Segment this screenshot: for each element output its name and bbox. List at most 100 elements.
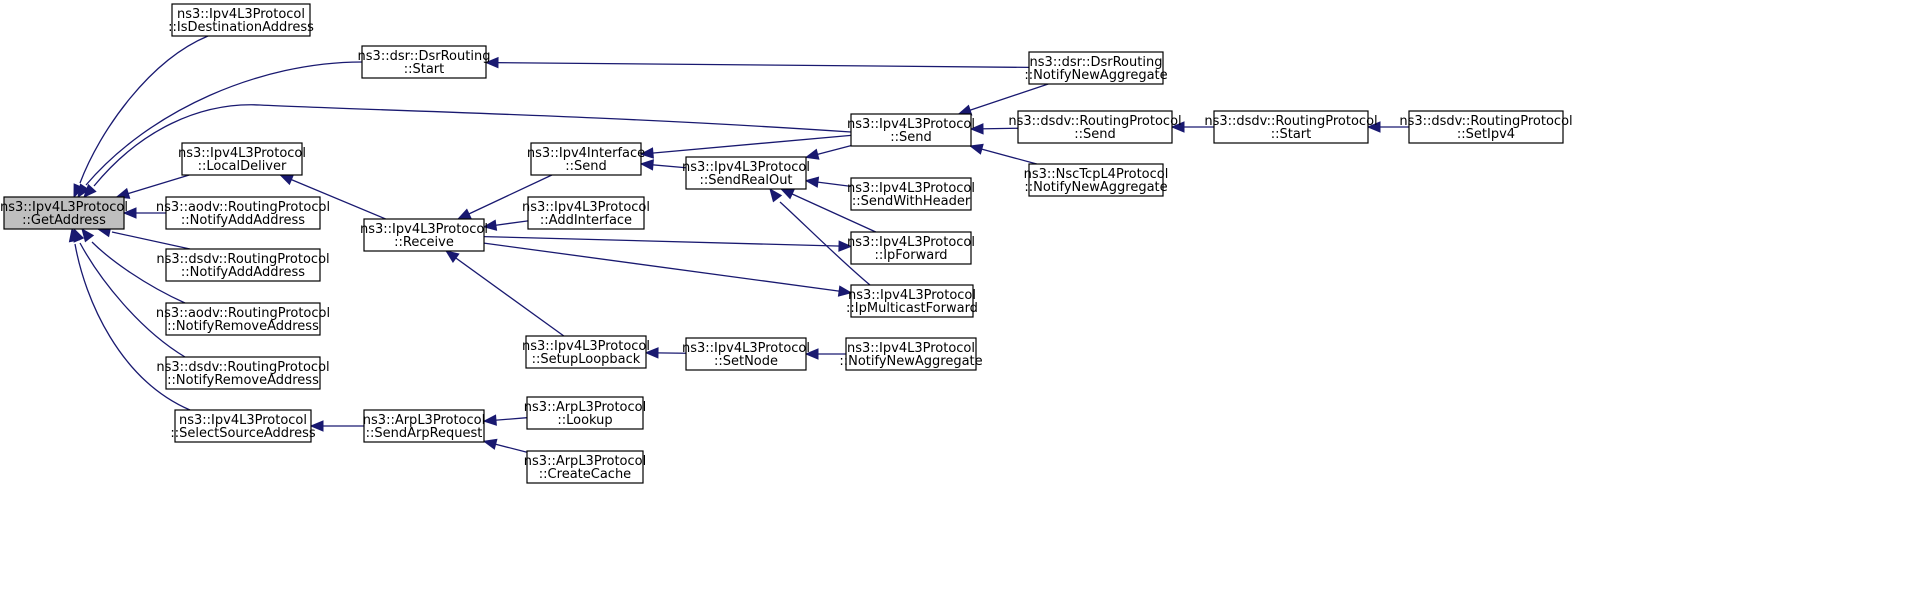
node-dsr-notify-new-aggregate[interactable]: ns3::dsr::DsrRouting::NotifyNewAggregate <box>1024 51 1168 85</box>
node-dsr-start[interactable]: ns3::dsr::DsrRouting::Start <box>358 45 491 79</box>
node-arp-create-cache[interactable]: ns3::ArpL3Protocol::CreateCache <box>524 450 646 484</box>
node-ipv4-notify-new-aggregate[interactable]: ns3::Ipv4L3Protocol::NotifyNewAggregate <box>839 337 983 371</box>
node-label-line1: ns3::Ipv4L3Protocol <box>177 7 305 22</box>
edge-arrowhead <box>804 148 820 160</box>
edge-arrowhead <box>482 219 498 231</box>
node-box[interactable] <box>165 356 321 390</box>
node-dsdv-set-ipv4[interactable]: ns3::dsdv::RoutingProtocol::SetIpv4 <box>1399 110 1573 144</box>
node-aodv-notify-remove[interactable]: ns3::aodv::RoutingProtocol::NotifyRemove… <box>156 302 330 336</box>
node-box[interactable] <box>361 45 487 79</box>
edge-send_arp_request-to-select_source_address <box>309 420 364 432</box>
node-box[interactable] <box>850 113 972 147</box>
edge-setup_loopback-to-receive <box>445 250 565 337</box>
edge-send_with_header-to-send_real_out <box>804 176 852 188</box>
edge-arrowhead <box>1170 121 1185 133</box>
edge-aodv_notify_remove-to-get_address <box>81 227 186 304</box>
edge-aodv_notify_add-to-get_address <box>122 207 166 219</box>
node-is-destination-address[interactable]: ns3::Ipv4L3Protocol::IsDestinationAddres… <box>168 3 314 37</box>
node-box[interactable] <box>526 450 644 484</box>
node-set-node[interactable]: ns3::Ipv4L3Protocol::SetNode <box>682 337 810 371</box>
node-box[interactable] <box>526 396 644 430</box>
node-dsdv-notify-add[interactable]: ns3::dsdv::RoutingProtocol::NotifyAddAdd… <box>156 248 330 282</box>
node-label-line2: ::SendRealOut <box>699 173 792 188</box>
node-send-with-header[interactable]: ns3::Ipv4L3Protocol::SendWithHeader <box>847 177 975 211</box>
node-box[interactable] <box>685 156 807 190</box>
node-receive[interactable]: ns3::Ipv4L3Protocol::Receive <box>360 218 488 252</box>
node-label-line1: ns3::ArpL3Protocol <box>524 400 646 415</box>
node-label-line2: ::Receive <box>394 235 454 250</box>
edge-nsc_notify_new_aggregate-to-ipv4_send <box>968 143 1037 165</box>
node-interface-send[interactable]: ns3::Ipv4Interface::Send <box>527 142 645 176</box>
node-box[interactable] <box>165 302 321 336</box>
node-box[interactable] <box>1408 110 1564 144</box>
node-box[interactable] <box>165 248 321 282</box>
node-get-address: ns3::Ipv4L3Protocol::GetAddress <box>0 196 128 230</box>
edge-line <box>116 174 190 198</box>
edge-arrowhead <box>804 176 820 188</box>
node-box[interactable] <box>165 196 321 230</box>
edge-arrowhead <box>309 420 324 432</box>
edge-dsdv_start-to-dsdv_send <box>1170 121 1214 133</box>
node-box[interactable] <box>174 409 312 443</box>
node-box[interactable] <box>525 335 647 369</box>
node-box[interactable] <box>1017 110 1173 144</box>
node-send-arp-request[interactable]: ns3::ArpL3Protocol::SendArpRequest <box>363 409 485 443</box>
node-box[interactable] <box>363 409 485 443</box>
node-box[interactable] <box>181 142 303 176</box>
node-box[interactable] <box>850 284 974 318</box>
edge-line <box>457 174 553 220</box>
node-box[interactable] <box>363 218 485 252</box>
node-add-interface[interactable]: ns3::Ipv4L3Protocol::AddInterface <box>522 196 650 230</box>
edge-line <box>79 35 209 184</box>
node-box[interactable] <box>1028 163 1164 197</box>
edge-arrowhead <box>77 183 90 199</box>
node-box[interactable] <box>171 3 311 37</box>
node-arp-lookup[interactable]: ns3::ArpL3Protocol::Lookup <box>524 396 646 430</box>
node-box[interactable] <box>850 231 972 265</box>
node-setup-loopback[interactable]: ns3::Ipv4L3Protocol::SetupLoopback <box>522 335 650 369</box>
node-label-line1: ns3::Ipv4Interface <box>527 146 645 161</box>
edge-arrowhead <box>968 143 984 155</box>
node-label-line2: ::NotifyRemoveAddress <box>167 319 319 334</box>
edge-arrowhead <box>837 285 853 297</box>
node-send-real-out[interactable]: ns3::Ipv4L3Protocol::SendRealOut <box>682 156 810 190</box>
node-select-source-address[interactable]: ns3::Ipv4L3Protocol::SelectSourceAddress <box>170 409 316 443</box>
node-label-line2: ::NotifyNewAggregate <box>1024 180 1167 195</box>
node-box[interactable] <box>1213 110 1369 144</box>
edge-add_interface-to-receive <box>482 219 529 231</box>
edge-dsdv_notify_add-to-get_address <box>96 225 191 250</box>
node-box[interactable] <box>845 337 977 371</box>
edge-line <box>483 235 852 248</box>
node-dsdv-send[interactable]: ns3::dsdv::RoutingProtocol::Send <box>1008 110 1182 144</box>
edge-local_deliver-to-get_address <box>115 174 190 199</box>
edge-line <box>111 231 191 250</box>
edge-dsr_notify_new_aggregate-to-ipv4_send <box>957 83 1049 116</box>
edge-receive-to-ip_forward <box>483 235 853 252</box>
edge-line <box>74 243 191 411</box>
edge-line <box>780 188 877 233</box>
node-ip-multicast-forward[interactable]: ns3::Ipv4L3Protocol::IpMulticastForward <box>846 284 978 318</box>
edge-ipv4_notify_new_aggregate-to-set_node <box>804 348 846 360</box>
node-label-line1: ns3::NscTcpL4Protocol <box>1024 167 1169 182</box>
edge-arrowhead <box>445 250 460 263</box>
node-box[interactable] <box>527 196 645 230</box>
edge-line <box>779 201 871 286</box>
node-label-line2: ::SendWithHeader <box>852 194 971 209</box>
node-dsdv-notify-remove[interactable]: ns3::dsdv::RoutingProtocol::NotifyRemove… <box>156 356 330 390</box>
node-ipv4-send[interactable]: ns3::Ipv4L3Protocol::Send <box>847 113 975 147</box>
node-box[interactable] <box>685 337 807 371</box>
node-ip-forward[interactable]: ns3::Ipv4L3Protocol::IpForward <box>847 231 975 265</box>
edge-ipv4_send-to-get_address <box>83 104 852 198</box>
node-dsdv-start[interactable]: ns3::dsdv::RoutingProtocol::Start <box>1204 110 1378 144</box>
node-aodv-notify-add[interactable]: ns3::aodv::RoutingProtocol::NotifyAddAdd… <box>156 196 330 230</box>
node-local-deliver[interactable]: ns3::Ipv4L3Protocol::LocalDeliver <box>178 142 306 176</box>
node-nsc-notify-new-aggregate[interactable]: ns3::NscTcpL4Protocol::NotifyNewAggregat… <box>1024 163 1169 197</box>
edge-dsr_notify_new_aggregate-to-dsr_start <box>484 56 1030 69</box>
node-box[interactable] <box>530 142 642 176</box>
edge-arrowhead <box>279 174 295 186</box>
node-box[interactable] <box>850 177 972 211</box>
node-label-line1: ns3::Ipv4L3Protocol <box>847 117 975 132</box>
node-box[interactable] <box>1028 51 1164 85</box>
edge-send_real_out-to-interface_send <box>639 159 687 171</box>
edge-arrowhead <box>81 227 95 243</box>
